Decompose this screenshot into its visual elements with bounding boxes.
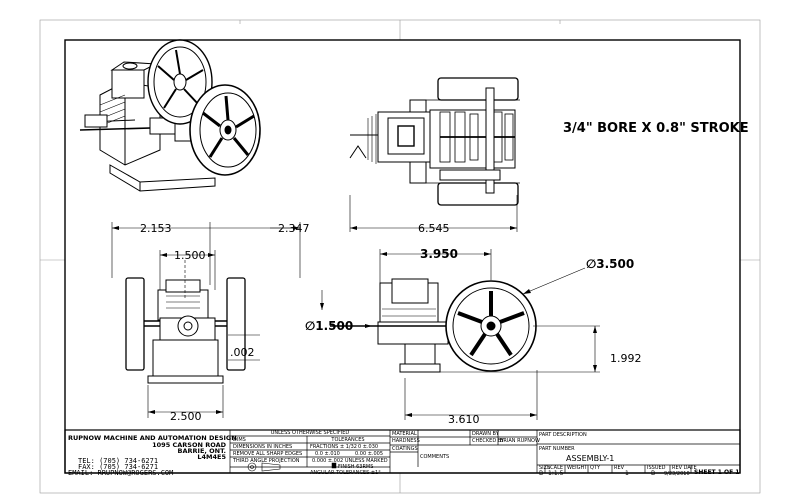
part-number-label: PART NUMBER: [539, 446, 575, 452]
dim-front-base: 2.500: [170, 410, 202, 423]
dimension-arrowheads: [112, 226, 597, 417]
company-postal-code: L4M4E5: [197, 453, 226, 461]
dim-side-length: 3.950: [420, 247, 458, 261]
dims-label: DIMS: [233, 437, 246, 443]
issued-label: ISSUED: [647, 465, 666, 471]
dimension-lines: [111, 195, 600, 420]
drawn-by-label: DRAWN BY: [472, 431, 500, 437]
surface-finish: FINISH 63RMS: [338, 464, 373, 470]
rev-letter-value: B: [651, 470, 655, 477]
qty-label: QTY: [590, 465, 601, 471]
company-address-city: BARRIE, ONT.: [178, 447, 226, 455]
tolerances-label: TOLERANCES: [330, 437, 364, 443]
tolerance-fractions: FRACTIONS ± 1/32: [310, 444, 357, 450]
part-number-value: ASSEMBLY-1: [566, 454, 614, 463]
company-name: RUPNOW MACHINE AND AUTOMATION DESIGN: [68, 434, 237, 442]
coatings-label: COATINGS: [392, 446, 418, 452]
comments-label: COMMENTS: [420, 454, 449, 460]
angular-tolerances: ANGULAR TOLERANCES ±1°: [310, 470, 381, 476]
dim-top-left: 2.153: [140, 222, 172, 235]
top-view: [349, 77, 520, 206]
third-angle-symbol-icon: [247, 462, 281, 472]
part-description-label: PART DESCRIPTION: [539, 432, 587, 438]
front-view: [125, 277, 246, 384]
rev-value: 1: [625, 470, 629, 477]
dim-shaft-height: 1.992: [610, 352, 642, 365]
dim-front-small: .002: [230, 346, 255, 359]
rev-date-label: REV DATE: [672, 465, 697, 471]
tolerance-three-place: 0.000 ±.002 UNLESS MARKED: [312, 458, 388, 464]
scale-label: SCALE: [547, 465, 563, 471]
company-phone: TEL: (705) 734-6271: [78, 457, 158, 465]
company-email: EMAIL: RRUPNOW@ROGERS.COM: [68, 469, 173, 477]
dim-top-right: 2.347: [278, 222, 310, 235]
dim-flywheel-diameter: ∅3.500: [586, 257, 634, 271]
company-fax: FAX: (705) 734-6271: [78, 463, 158, 471]
dim-side-base: 3.610: [448, 413, 480, 426]
scale-value: 1:1.5: [548, 470, 564, 477]
tolerance-whole: 0 ±.030: [358, 444, 378, 450]
company-address-street: 1095 CARSON ROAD: [152, 441, 226, 449]
tolerance-two-place: 0.00 ±.005: [355, 451, 383, 457]
isometric-view: [79, 39, 261, 192]
sheet-number: SHEET 1 OF 1: [694, 469, 739, 476]
size-label: SIZE: [539, 465, 550, 471]
size-value: B: [539, 470, 543, 477]
rev-date-value: 9/23/2010: [664, 471, 690, 477]
remove-burrs: REMOVE ALL SHARP EDGES: [233, 451, 302, 457]
hardness-label: HARDNESS: [392, 438, 420, 444]
dimensions-in-inches: DIMENSIONS IN INCHES: [233, 444, 292, 450]
surface-finish-symbol-icon: [331, 462, 337, 469]
dim-shaft-diameter: ∅1.500: [305, 319, 353, 333]
dim-top-width: 6.545: [418, 222, 450, 235]
weight-label: WEIGHT: [567, 465, 588, 471]
title-block: [64, 429, 741, 474]
third-angle-projection: THIRD ANGLE PROJECTION: [232, 458, 300, 464]
bore-stroke-note: 3/4" BORE X 0.8" STROKE: [563, 121, 749, 136]
side-view: [330, 278, 537, 373]
unless-specified: UNLESS OTHERWISE SPECIFIED: [271, 430, 350, 436]
rev-label: REV: [614, 465, 625, 471]
tolerance-one-place: 0.0 ±.010: [315, 451, 340, 457]
dim-front-inner: 1.500: [174, 249, 206, 262]
material-label: MATERIAL: [392, 431, 417, 437]
checked-by-label: CHECKED BY: [472, 438, 505, 444]
sheet-outer-frame: [39, 19, 761, 494]
drawn-by-value: BRIAN RUPNOW: [500, 438, 540, 444]
